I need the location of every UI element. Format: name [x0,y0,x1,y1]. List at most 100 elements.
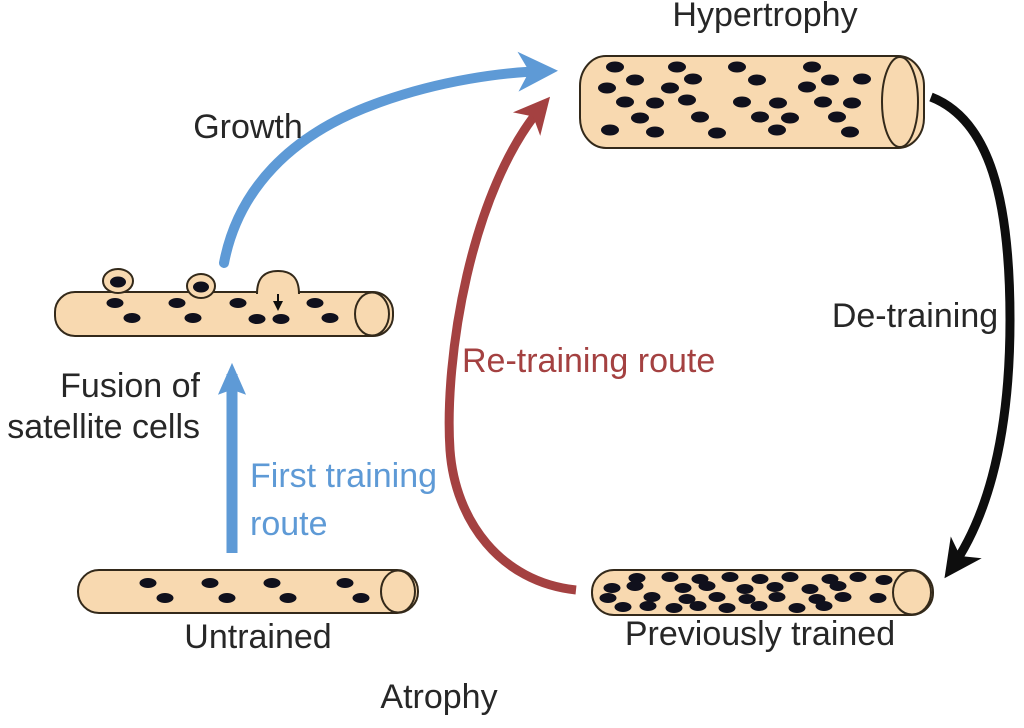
myonucleus [661,82,679,94]
myonucleus [748,74,766,86]
myonucleus [843,97,861,109]
myonucleus [678,94,696,106]
myonucleus [733,96,751,108]
detraining-arrow [929,92,1015,579]
myonucleus [668,61,686,73]
myonucleus [798,81,816,93]
myonucleus [803,61,821,73]
myonucleus [646,97,664,109]
myonucleus [821,574,839,584]
myonucleus [781,112,799,124]
myonucleus [665,603,683,613]
myonucleus [736,584,754,594]
myonucleus [788,603,806,613]
myonucleus [336,578,354,588]
myonucleus [139,578,157,588]
myonucleus [272,314,290,324]
myonucleus [626,74,644,86]
detraining-label: De-training [831,297,999,335]
growth-label: Growth [193,108,303,146]
myonucleus [603,583,621,593]
myonucleus [821,74,839,86]
previously-trained-nuclei [599,572,893,613]
atrophy-label: Atrophy [380,678,498,716]
satellite-cell-merged-dome [256,269,300,295]
myonucleus [814,96,832,108]
myonucleus [766,582,784,592]
myonucleus [684,73,702,85]
myonucleus [626,581,644,591]
myonucleus [599,593,617,603]
myonucleus [168,298,186,308]
myonucleus [601,124,619,136]
myonucleus [689,601,707,611]
myonucleus [352,593,370,603]
myonucleus [768,592,786,602]
retraining-arrow [444,96,577,595]
myonucleus [869,593,887,603]
previously-trained-label: Previously trained [624,615,896,653]
myonucleus [828,111,846,123]
satellite-fiber-nuclei [106,298,339,324]
myonucleus [875,575,893,585]
myonucleus [815,601,833,611]
myonucleus [606,61,624,73]
myonucleus [614,602,632,612]
myonucleus [769,97,787,109]
myonucleus [708,127,726,139]
myonucleus [768,124,786,136]
myonucleus [718,603,736,613]
hypertrophy-nuclei [598,61,871,139]
myonucleus [123,313,141,323]
first-training-route-label: First training route [250,457,438,544]
myonucleus [708,592,726,602]
myonucleus [628,573,646,583]
myonucleus [728,61,746,73]
myonucleus [834,592,852,602]
untrained-label: Untrained [184,618,332,656]
myonucleus [691,111,709,123]
myonucleus [678,594,696,604]
myonucleus [631,112,649,124]
hypertrophy-fiber [579,55,925,149]
myonucleus [279,593,297,603]
myonucleus [218,593,236,603]
fusion-of-satellite-cells-label: Fusion of satellite cells [7,367,200,447]
untrained-fiber [77,569,419,614]
myonucleus [184,313,202,323]
myonucleus [263,578,281,588]
previously-trained-fiber [591,569,934,616]
myonucleus [674,583,692,593]
myonucleus [781,572,799,582]
myonucleus [738,594,756,604]
myonucleus [829,581,847,591]
retraining-route-label: Re-training route [462,342,716,380]
myonucleus [841,126,859,138]
myonucleus [106,298,124,308]
myonucleus [801,584,819,594]
myonucleus [751,574,769,584]
myonucleus [229,298,247,308]
myonucleus [598,82,616,94]
myonucleus [639,601,657,611]
untrained-nuclei [139,578,370,603]
satellite-fiber [54,268,394,337]
myonucleus [750,601,768,611]
myonucleus [853,73,871,85]
myonucleus [156,593,174,603]
myonucleus [698,581,716,591]
myonucleus [248,314,266,324]
myonucleus [751,111,769,123]
myonucleus [849,572,867,582]
hypertrophy-label: Hypertrophy [672,0,858,34]
myonucleus [643,592,661,602]
growth-arrow [219,51,558,268]
myonucleus [661,572,679,582]
myonucleus [616,96,634,108]
myonucleus [201,578,219,588]
myonucleus [321,313,339,323]
myonucleus [721,572,739,582]
myonucleus [646,126,664,138]
